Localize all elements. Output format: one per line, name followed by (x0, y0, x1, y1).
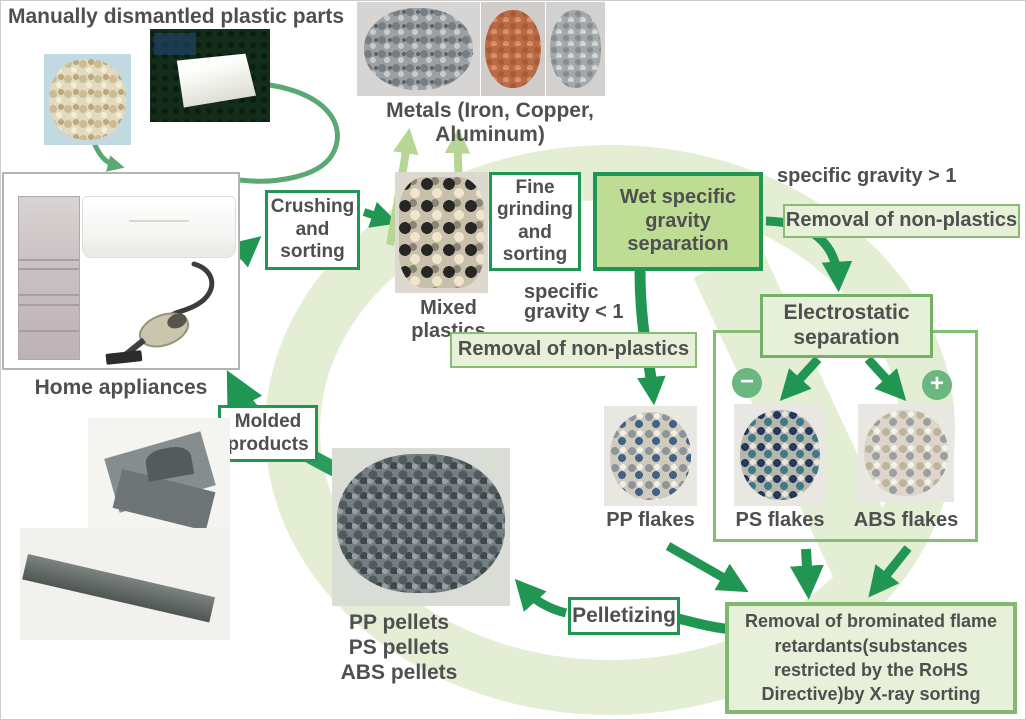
home-appliances-caption: Home appliances (34, 376, 208, 399)
removal-nonplastics-mid-box: Removal of non-plastics (450, 332, 697, 368)
removal-nonplastics-top-box: Removal of non-plastics (783, 204, 1020, 238)
xray-sorting-box: Removal of brominated flame retardants(s… (725, 602, 1017, 714)
metals-caption: Metals (Iron, Copper, Aluminum) (386, 99, 594, 146)
sg-less-than-1-label: specific gravity < 1 (524, 281, 624, 323)
photo-vacuum-cleaner (105, 261, 215, 365)
photo-mixed-plastics (395, 172, 488, 293)
photo-pellets (332, 448, 510, 606)
minus-icon: − (732, 368, 762, 398)
abs-flakes-caption: ABS flakes (853, 509, 959, 531)
photo-ps-flakes (734, 404, 826, 506)
photo-aluminum (546, 2, 605, 96)
photo-dismantled-flakes (44, 54, 131, 145)
photo-dismantled-bin (150, 29, 270, 122)
pellets-caption-line2: PS pellets (348, 636, 450, 659)
dismantled-title: Manually dismantled plastic parts (8, 5, 345, 28)
fine-grinding-box: Fine grinding and sorting (489, 172, 581, 271)
bin-photo-machinery (154, 33, 196, 55)
pp-flakes-caption: PP flakes (606, 509, 695, 531)
home-appliances-photo-box (2, 172, 240, 370)
electrostatic-box: Electrostatic separation (760, 294, 933, 358)
photo-iron (357, 2, 480, 96)
photo-pp-flakes (604, 406, 697, 506)
sg-greater-than-1-label: specific gravity > 1 (777, 165, 957, 187)
photo-abs-flakes (858, 404, 954, 502)
pelletizing-box: Pelletizing (568, 597, 680, 635)
molded-products-box: Molded products (218, 405, 318, 462)
photo-air-conditioner (82, 196, 236, 258)
pellets-caption-line1: PP pellets (349, 611, 449, 634)
photo-refrigerator (18, 196, 80, 360)
photo-copper (481, 2, 545, 96)
plus-icon: + (922, 370, 952, 400)
ps-flakes-caption: PS flakes (735, 509, 825, 531)
pellets-caption: PP pellets PS pellets ABS pellets (329, 610, 469, 685)
pellets-caption-line3: ABS pellets (340, 661, 458, 684)
crushing-box: Crushing and sorting (265, 190, 360, 270)
wet-separation-box: Wet specific gravity separation (593, 172, 763, 271)
photo-molded-bar (20, 528, 230, 640)
